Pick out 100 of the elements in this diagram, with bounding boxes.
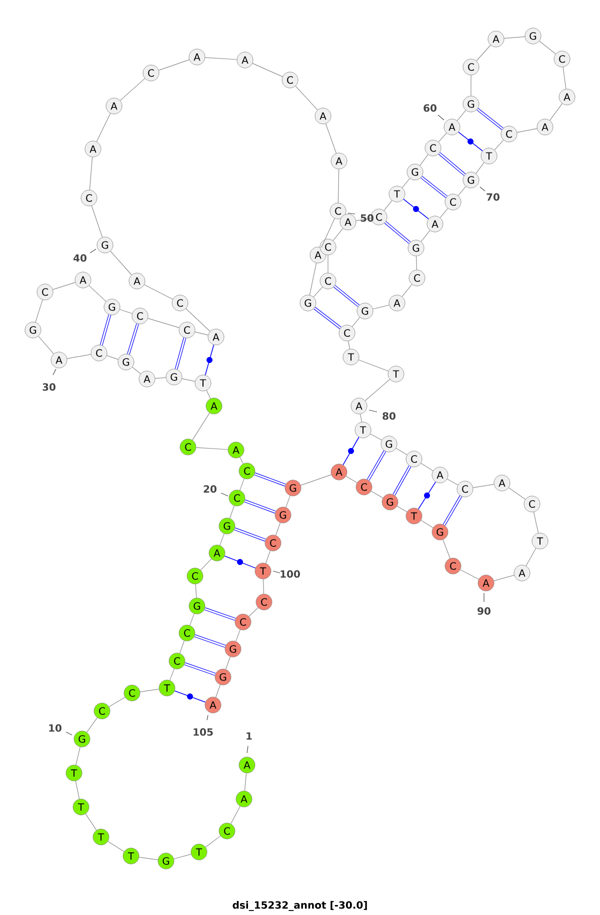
backbone-line — [313, 286, 323, 298]
backbone-line — [206, 390, 211, 399]
backbone-line — [420, 463, 434, 471]
backbone-line — [106, 355, 119, 360]
position-number: 60 — [424, 104, 444, 120]
backbone-line — [196, 447, 228, 450]
base-pair-line — [438, 152, 466, 176]
backbone-line — [108, 696, 126, 708]
backbone-line — [275, 522, 281, 536]
backbone-line — [252, 63, 283, 77]
backbone-line — [229, 505, 235, 519]
base-pair-line — [442, 495, 462, 526]
backbone-line — [338, 168, 340, 204]
base-pair-line — [342, 436, 360, 466]
backbone-line — [205, 836, 221, 848]
base-pair-line — [418, 482, 436, 510]
backbone-line — [186, 308, 210, 332]
backbone-line — [416, 256, 418, 270]
backbone-line — [88, 285, 106, 302]
backbone-line — [200, 558, 212, 570]
backbone-line — [75, 780, 80, 800]
backbone-line — [504, 36, 526, 39]
backbone-line — [476, 162, 484, 174]
backbone-line — [89, 156, 93, 190]
backbone-line — [120, 309, 132, 314]
backbone-line — [76, 746, 80, 766]
backbone-line — [321, 218, 335, 248]
backbone-line — [346, 476, 358, 484]
backbone-line — [66, 354, 92, 359]
base-pair-line — [254, 472, 286, 486]
backbone-line — [158, 59, 190, 71]
backbone-line — [132, 366, 141, 374]
backbone-line — [470, 74, 472, 96]
backbone-line — [194, 332, 208, 336]
backbone-line — [244, 772, 247, 792]
backbone-line — [539, 40, 556, 54]
backbone-line — [348, 340, 350, 350]
base-pair-line — [174, 338, 186, 370]
position-number: 20 — [204, 485, 228, 496]
backbone-line — [110, 250, 132, 276]
backbone-line — [140, 688, 160, 692]
backbone-line — [456, 110, 466, 121]
backbone-line — [170, 668, 174, 681]
backbone-line — [562, 66, 566, 90]
backbone-line — [190, 613, 194, 626]
backbone-line — [472, 484, 494, 488]
backbone-line — [220, 533, 224, 546]
base-pair-line — [420, 176, 448, 198]
base-pair-line — [184, 662, 216, 676]
backbone-line — [265, 550, 271, 564]
backbone-line — [108, 841, 124, 852]
base-pair-line — [403, 198, 429, 220]
backbone-line — [138, 856, 158, 860]
backbone-line — [38, 336, 54, 354]
backbone-line — [286, 495, 290, 508]
position-number: 80 — [368, 410, 396, 420]
backbone-line — [91, 205, 103, 238]
position-number: 100 — [272, 570, 300, 578]
backbone-line — [154, 377, 166, 379]
position-number: 10 — [49, 724, 72, 736]
backbone-line — [420, 154, 428, 166]
backbone-line — [300, 474, 332, 486]
backbone-line — [262, 578, 264, 594]
backbone-line — [295, 86, 318, 110]
backbone-line — [352, 317, 360, 327]
backbone-line — [364, 379, 390, 401]
position-number: 70 — [480, 186, 500, 201]
backbone-line — [120, 78, 146, 101]
backbone-line — [402, 178, 410, 188]
base-pair-line — [204, 344, 214, 376]
backbone-line — [148, 318, 180, 328]
base-pair-line — [100, 314, 112, 346]
backbone-line — [240, 478, 244, 491]
backbone-line — [508, 487, 526, 500]
backbone-line — [494, 574, 514, 582]
backbone-line — [438, 132, 447, 142]
title: dsi_15232_annot [-30.0] — [232, 901, 367, 911]
backbone-line — [332, 228, 344, 241]
position-number: 90 — [478, 592, 490, 615]
position-number: 1 — [246, 732, 252, 754]
backbone-line — [240, 456, 244, 464]
backbone-line — [526, 548, 536, 566]
backbone-line — [144, 284, 173, 300]
backbone-line — [396, 448, 408, 456]
backbone-line — [309, 262, 317, 296]
backbone-line — [460, 569, 480, 580]
base-pair-line — [224, 556, 256, 568]
backbone-line — [192, 412, 210, 440]
backbone-line — [458, 186, 466, 196]
backbone-line — [236, 629, 240, 642]
backbone-line — [52, 282, 76, 290]
position-number: 105 — [194, 714, 213, 736]
base-pair-line — [366, 450, 386, 481]
position-number: 40 — [74, 248, 96, 262]
base-pair-line — [334, 285, 360, 307]
backbone-line — [358, 360, 389, 372]
base-pair-line — [127, 323, 139, 355]
backbone-line — [516, 128, 538, 133]
position-number: 30 — [42, 368, 56, 391]
backbone-line — [396, 506, 408, 512]
